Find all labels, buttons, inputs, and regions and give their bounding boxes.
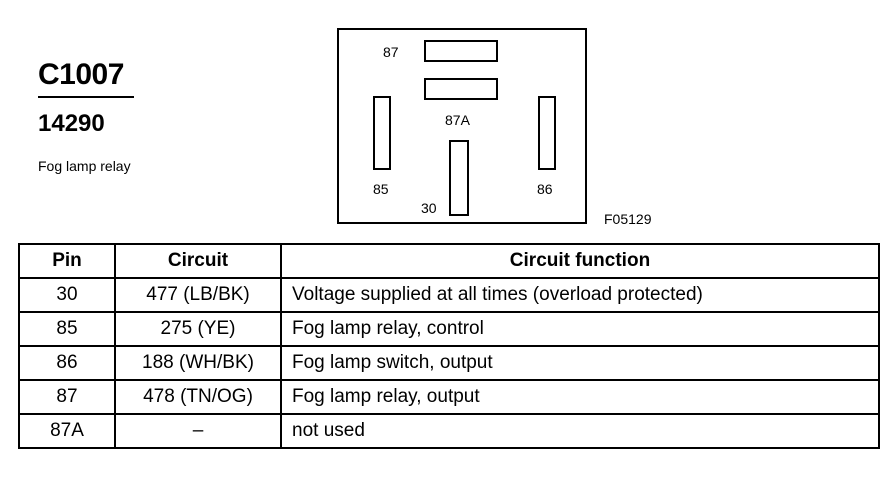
header-pin: Pin [18,243,116,279]
connector-id: C1007 [38,58,124,91]
connector-description: Fog lamp relay [38,158,131,174]
pin-85-label: 85 [373,181,389,197]
table-row: 86 188 (WH/BK) Fog lamp switch, output [18,345,880,381]
table-row: 87A – not used [18,413,880,449]
cell-function: Voltage supplied at all times (overload … [280,277,880,313]
table-row: 87 478 (TN/OG) Fog lamp relay, output [18,379,880,415]
terminal-85 [373,96,391,170]
terminal-87a [424,78,498,100]
header-function: Circuit function [280,243,880,279]
cell-circuit: 477 (LB/BK) [114,277,282,313]
cell-circuit: – [114,413,282,449]
pin-86-label: 86 [537,181,553,197]
cell-circuit: 478 (TN/OG) [114,379,282,415]
relay-diagram: 87 87A 85 30 86 [337,28,587,224]
header-circuit: Circuit [114,243,282,279]
figure-code: F05129 [604,211,652,227]
cell-pin: 87A [18,413,116,449]
cell-pin: 86 [18,345,116,381]
terminal-30 [449,140,469,216]
cell-function: Fog lamp relay, control [280,311,880,347]
table-row: 30 477 (LB/BK) Voltage supplied at all t… [18,277,880,313]
pin-30-label: 30 [421,200,437,216]
cell-pin: 30 [18,277,116,313]
pin-87-label: 87 [383,44,399,60]
cell-function: Fog lamp relay, output [280,379,880,415]
part-number: 14290 [38,110,105,137]
cell-circuit: 275 (YE) [114,311,282,347]
cell-function: not used [280,413,880,449]
cell-circuit: 188 (WH/BK) [114,345,282,381]
pin-87a-label: 87A [445,112,470,128]
cell-function: Fog lamp switch, output [280,345,880,381]
table-header-row: Pin Circuit Circuit function [18,243,880,279]
table-row: 85 275 (YE) Fog lamp relay, control [18,311,880,347]
cell-pin: 85 [18,311,116,347]
pin-table: Pin Circuit Circuit function 30 477 (LB/… [18,243,880,449]
terminal-87 [424,40,498,62]
title-underline [38,96,134,98]
terminal-86 [538,96,556,170]
cell-pin: 87 [18,379,116,415]
